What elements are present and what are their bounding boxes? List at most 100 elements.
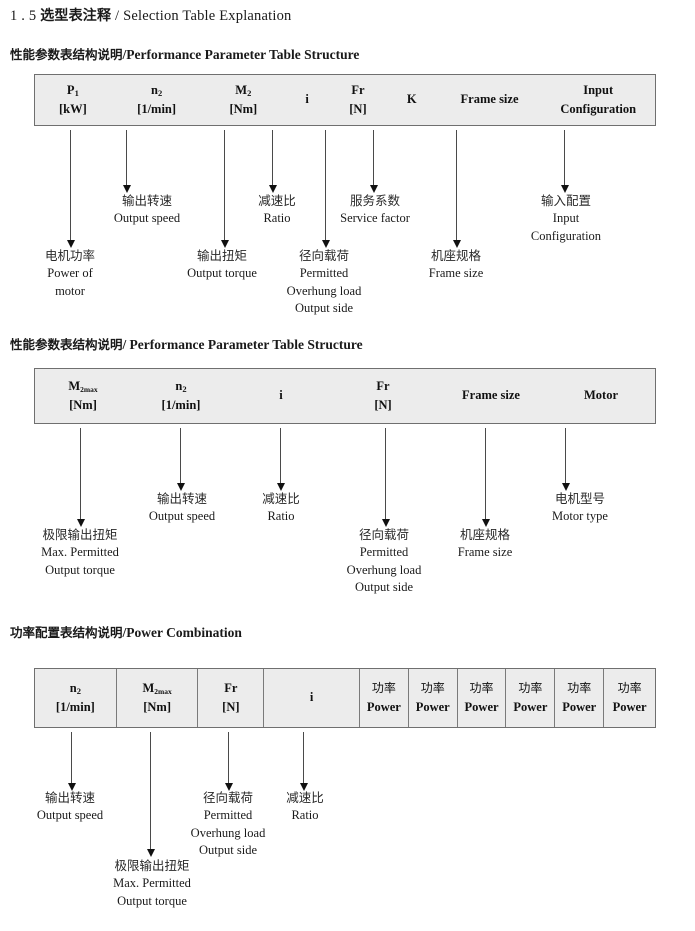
- table-3-col-power-4: 功率 Power: [506, 669, 556, 727]
- table-2-col-frame-size: Frame size: [435, 369, 547, 423]
- table-2-col-n2: n2 [1/min]: [131, 369, 231, 423]
- annotation-max-output-torque-2: 极限输出扭矩 Max. Permitted Output torque: [41, 526, 119, 579]
- annotation-motor-type-2: 电机型号 Motor type: [552, 490, 608, 526]
- page-title-en: Selection Table Explanation: [123, 8, 292, 24]
- annotation-power-of-motor-1-en-2: motor: [55, 283, 85, 298]
- table-3-col-m2max: M2max [Nm]: [117, 669, 199, 727]
- arrow-to-ratio-2: [276, 428, 285, 491]
- annotation-frame-size-1-cn: 机座规格: [430, 248, 481, 263]
- annotation-output-torque-1-en: Output torque: [187, 265, 257, 280]
- annotation-power-of-motor-1: 电机功率 Power of motor: [45, 247, 95, 300]
- table-3-col-power-2: 功率 Power: [409, 669, 458, 727]
- section-1-heading-sep: /: [122, 47, 127, 62]
- table-3-col-m2max-symbol: M2max: [142, 680, 172, 696]
- annotation-output-speed-2: 输出转速 Output speed: [149, 490, 215, 526]
- arrow-to-input-configuration-1: [560, 130, 569, 193]
- performance-parameter-table-2: M2max [Nm] n2 [1/min] i Fr [N] Frame siz…: [34, 368, 656, 424]
- annotation-ratio-2-en: Ratio: [267, 508, 295, 523]
- annotation-input-configuration-1-en-1: Input: [552, 210, 580, 225]
- table-1-col-k: K: [386, 75, 438, 125]
- section-2-heading-sep: /: [122, 337, 127, 352]
- annotation-overhung-load-2-en-2: Overhung load: [346, 562, 422, 577]
- arrow-to-ratio-1: [268, 130, 277, 193]
- annotation-frame-size-1: 机座规格 Frame size: [429, 247, 484, 283]
- table-2-col-frame-size-symbol: Frame size: [462, 388, 520, 403]
- table-1-col-frame-size: Frame size: [438, 75, 542, 125]
- table-1-col-k-symbol: K: [406, 92, 417, 107]
- table-3-col-n2: n2 [1/min]: [35, 669, 117, 727]
- annotation-max-output-torque-3-en-1: Max. Permitted: [113, 875, 191, 890]
- table-2-col-fr-unit: [N]: [374, 398, 392, 412]
- annotation-frame-size-1-en: Frame size: [428, 265, 484, 280]
- table-3-col-fr: Fr [N]: [198, 669, 265, 727]
- annotation-output-speed-3-cn: 输出转速: [44, 790, 95, 805]
- table-3-col-power-3-en: Power: [464, 699, 499, 714]
- table-3-col-m2max-unit: [Nm]: [143, 700, 171, 714]
- section-3-heading-sep: /: [122, 625, 127, 640]
- annotation-motor-type-2-en: Motor type: [552, 508, 608, 523]
- annotation-overhung-load-1-en-1: Permitted: [299, 265, 349, 280]
- annotation-overhung-load-3-en-3: Output side: [199, 843, 257, 858]
- arrow-to-permitted-overhung-load-3: [224, 732, 233, 791]
- annotation-output-speed-1-en: Output speed: [113, 210, 181, 225]
- arrow-to-service-factor-1: [369, 130, 378, 193]
- arrow-to-motor-type-2: [561, 428, 570, 491]
- annotation-overhung-load-3-cn: 径向载荷: [202, 790, 254, 805]
- section-3-heading-cn: 功率配置表结构说明: [10, 625, 123, 640]
- table-1-col-fr-symbol: Fr: [351, 82, 365, 97]
- arrow-to-max-output-torque-3: [146, 732, 155, 857]
- section-number: 1 . 5: [10, 8, 37, 24]
- table-1-col-n2-unit: [1/min]: [137, 102, 177, 116]
- table-1-col-n2: n2 [1/min]: [111, 75, 203, 125]
- annotation-input-configuration-1-cn: 输入配置: [540, 193, 592, 208]
- table-2-col-m2max: M2max [Nm]: [35, 369, 131, 423]
- annotation-output-speed-1: 输出转速 Output speed: [114, 192, 180, 228]
- annotation-frame-size-2: 机座规格 Frame size: [458, 526, 513, 562]
- annotation-frame-size-2-cn: 机座规格: [459, 527, 510, 542]
- annotation-input-configuration-1: 输入配置 Input Configuration: [531, 192, 601, 245]
- annotation-overhung-load-1-en-2: Overhung load: [286, 283, 362, 298]
- table-1-col-m2-unit: [Nm]: [229, 102, 258, 116]
- table-3-col-power-6: 功率 Power: [604, 669, 655, 727]
- table-3-col-power-5-en: Power: [562, 699, 597, 714]
- table-2-col-n2-unit: [1/min]: [161, 398, 201, 412]
- arrow-to-output-speed-2: [176, 428, 185, 491]
- arrow-to-output-torque-1: [220, 130, 229, 248]
- table-3-col-n2-unit: [1/min]: [55, 700, 95, 714]
- table-3-col-fr-unit: [N]: [222, 700, 240, 714]
- annotation-service-factor-1: 服务系数 Service factor: [340, 192, 410, 228]
- table-3-col-power-5-cn: 功率: [567, 681, 592, 696]
- power-combination-table: n2 [1/min] M2max [Nm] Fr [N] i 功率 Power …: [34, 668, 656, 728]
- section-2-heading: 性能参数表结构说明/ Performance Parameter Table S…: [10, 334, 363, 353]
- annotation-output-speed-2-en: Output speed: [148, 508, 216, 523]
- table-1-col-i: i: [284, 75, 330, 125]
- section-1-heading-en: Performance Parameter Table Structure: [126, 47, 360, 62]
- arrow-to-ratio-3: [299, 732, 308, 791]
- table-3-col-power-6-en: Power: [612, 699, 647, 714]
- table-1-col-i-symbol: i: [305, 92, 309, 107]
- annotation-service-factor-1-en: Service factor: [340, 210, 410, 225]
- annotation-frame-size-2-en: Frame size: [457, 544, 513, 559]
- table-3-col-i: i: [264, 669, 360, 727]
- arrow-to-max-output-torque-2: [76, 428, 85, 527]
- annotation-ratio-1-cn: 减速比: [258, 193, 296, 208]
- annotation-output-torque-1-cn: 输出扭矩: [196, 248, 248, 263]
- table-2-col-fr: Fr [N]: [331, 369, 435, 423]
- table-3-col-power-2-en: Power: [415, 699, 450, 714]
- annotation-ratio-3-cn: 减速比: [286, 790, 324, 805]
- arrow-to-power-of-motor-1: [66, 130, 75, 248]
- arrow-to-output-speed-3: [67, 732, 76, 791]
- annotation-ratio-2-cn: 减速比: [262, 491, 300, 506]
- arrow-to-output-speed-1: [122, 130, 131, 193]
- table-2-col-motor: Motor: [547, 369, 655, 423]
- table-3-col-fr-symbol: Fr: [224, 680, 238, 695]
- table-2-col-m2max-unit: [Nm]: [69, 398, 97, 412]
- annotation-overhung-load-3-en-1: Permitted: [203, 807, 253, 822]
- table-1-col-m2-symbol: M2: [235, 82, 252, 98]
- table-1-col-frame-size-symbol: Frame size: [460, 92, 519, 107]
- page-title: 1 . 5 选型表注释 / Selection Table Explanatio…: [10, 5, 292, 25]
- table-2-col-i: i: [231, 369, 331, 423]
- section-1-heading-cn: 性能参数表结构说明: [10, 47, 123, 62]
- section-2-heading-cn: 性能参数表结构说明: [10, 337, 123, 352]
- table-1-col-fr-unit: [N]: [349, 102, 367, 116]
